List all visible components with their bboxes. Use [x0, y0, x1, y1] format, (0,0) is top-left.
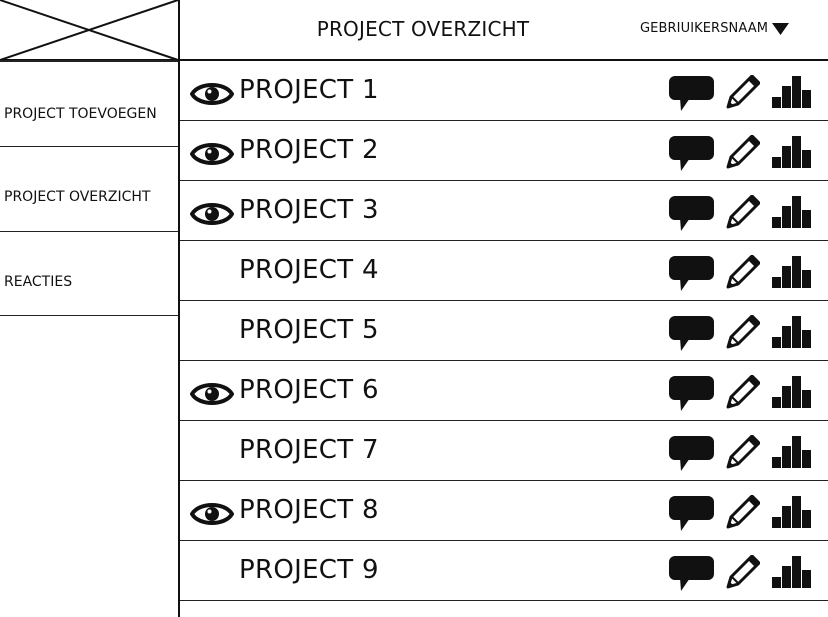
caret-down-icon: [772, 23, 790, 35]
edit-button[interactable]: [726, 315, 760, 349]
project-row[interactable]: PROJECT 2: [180, 121, 828, 181]
project-row[interactable]: PROJECT 8: [180, 481, 828, 541]
comment-icon: [669, 196, 714, 231]
comment-icon: [669, 76, 714, 111]
project-row[interactable]: PROJECT 5: [180, 301, 828, 361]
user-menu[interactable]: GEBRIUIKERSNAAM: [640, 21, 790, 36]
pencil-icon: [726, 375, 760, 409]
eye-icon[interactable]: [190, 141, 234, 167]
sidebar-item-label: PROJECT OVERZICHT: [4, 189, 151, 205]
eye-icon[interactable]: [190, 501, 234, 527]
edit-button[interactable]: [726, 255, 760, 289]
project-row[interactable]: PROJECT 3: [180, 181, 828, 241]
bar-chart-icon: [772, 256, 811, 288]
logo-placeholder: [0, 0, 179, 61]
edit-button[interactable]: [726, 555, 760, 589]
pencil-icon: [726, 495, 760, 529]
bar-chart-icon: [772, 316, 811, 348]
comment-button[interactable]: [669, 76, 714, 112]
stats-button[interactable]: [772, 376, 812, 408]
bar-chart-icon: [772, 196, 811, 228]
comment-button[interactable]: [669, 556, 714, 592]
project-row[interactable]: PROJECT 7: [180, 421, 828, 481]
project-row[interactable]: PROJECT 4: [180, 241, 828, 301]
comment-icon: [669, 256, 714, 291]
sidebar-divider: [178, 0, 180, 617]
page-title: PROJECT OVERZICHT: [316, 17, 530, 41]
image-placeholder-icon: [0, 0, 179, 61]
bar-chart-icon: [772, 556, 811, 588]
username-label: GEBRIUIKERSNAAM: [640, 21, 769, 36]
comment-icon: [669, 136, 714, 171]
sidebar-item-project-toevoegen[interactable]: PROJECT TOEVOEGEN: [0, 60, 178, 146]
comment-icon: [669, 496, 714, 531]
pencil-icon: [726, 435, 760, 469]
project-name: PROJECT 5: [239, 315, 379, 345]
sidebar: PROJECT TOEVOEGEN PROJECT OVERZICHT REAC…: [0, 60, 178, 316]
sidebar-item-project-overzicht[interactable]: PROJECT OVERZICHT: [0, 146, 178, 231]
bar-chart-icon: [772, 496, 811, 528]
project-row[interactable]: PROJECT 9: [180, 541, 828, 601]
comment-icon: [669, 436, 714, 471]
project-name: PROJECT 7: [239, 435, 379, 465]
bar-chart-icon: [772, 376, 811, 408]
comment-button[interactable]: [669, 436, 714, 472]
sidebar-item-label: PROJECT TOEVOEGEN: [4, 106, 157, 122]
stats-button[interactable]: [772, 436, 812, 468]
stats-button[interactable]: [772, 496, 812, 528]
pencil-icon: [726, 195, 760, 229]
bar-chart-icon: [772, 76, 811, 108]
project-list: PROJECT 1: [180, 61, 828, 601]
eye-icon[interactable]: [190, 201, 234, 227]
eye-icon[interactable]: [190, 81, 234, 107]
sidebar-item-label: REACTIES: [4, 274, 73, 290]
stats-button[interactable]: [772, 136, 812, 168]
project-row[interactable]: PROJECT 1: [180, 61, 828, 121]
stats-button[interactable]: [772, 196, 812, 228]
pencil-icon: [726, 135, 760, 169]
project-name: PROJECT 4: [239, 255, 379, 285]
comment-button[interactable]: [669, 256, 714, 292]
bar-chart-icon: [772, 136, 811, 168]
comment-icon: [669, 316, 714, 351]
comment-button[interactable]: [669, 136, 714, 172]
stats-button[interactable]: [772, 556, 812, 588]
sidebar-item-reacties[interactable]: REACTIES: [0, 231, 178, 316]
comment-button[interactable]: [669, 376, 714, 412]
edit-button[interactable]: [726, 495, 760, 529]
project-name: PROJECT 2: [239, 135, 379, 165]
comment-button[interactable]: [669, 316, 714, 352]
pencil-icon: [726, 555, 760, 589]
pencil-icon: [726, 315, 760, 349]
edit-button[interactable]: [726, 135, 760, 169]
pencil-icon: [726, 75, 760, 109]
stats-button[interactable]: [772, 76, 812, 108]
stats-button[interactable]: [772, 316, 812, 348]
eye-icon[interactable]: [190, 381, 234, 407]
project-row[interactable]: PROJECT 6: [180, 361, 828, 421]
edit-button[interactable]: [726, 375, 760, 409]
pencil-icon: [726, 255, 760, 289]
comment-button[interactable]: [669, 196, 714, 232]
header-divider: [180, 59, 828, 61]
comment-icon: [669, 556, 714, 591]
edit-button[interactable]: [726, 435, 760, 469]
project-name: PROJECT 8: [239, 495, 379, 525]
bar-chart-icon: [772, 436, 811, 468]
project-name: PROJECT 6: [239, 375, 379, 405]
project-name: PROJECT 9: [239, 555, 379, 585]
stats-button[interactable]: [772, 256, 812, 288]
project-name: PROJECT 1: [239, 75, 379, 105]
edit-button[interactable]: [726, 195, 760, 229]
comment-button[interactable]: [669, 496, 714, 532]
edit-button[interactable]: [726, 75, 760, 109]
comment-icon: [669, 376, 714, 411]
project-name: PROJECT 3: [239, 195, 379, 225]
